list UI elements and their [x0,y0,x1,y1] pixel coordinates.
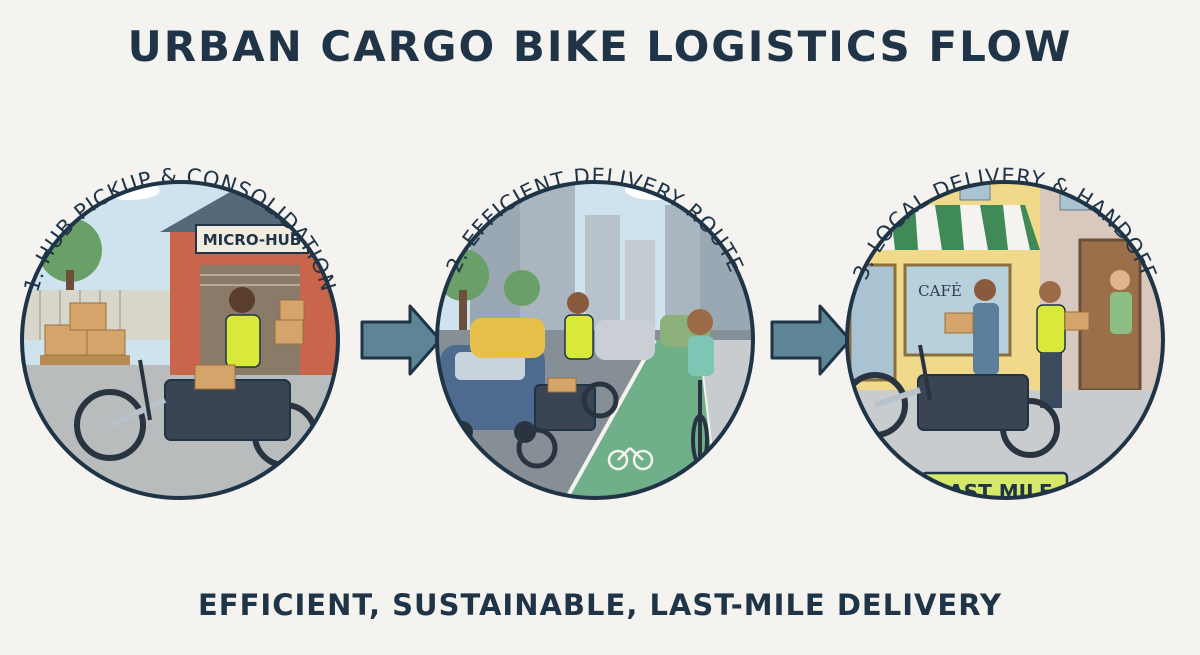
step-2-circle [435,180,755,500]
cargo-bike-icon [74,359,318,468]
diagram-title: URBAN CARGO BIKE LOGISTICS FLOW [127,22,1073,71]
barista-figure [974,279,996,301]
worker-figure [229,287,255,313]
cafe-sign-text: CAFÉ [918,282,962,300]
right-arrow-icon [770,304,852,376]
route-scene [437,182,753,498]
step-3-circle [845,180,1165,500]
micro-hub-sign-text: MICRO-HUB [203,231,302,249]
bike-lane [560,340,720,498]
bicycle-lane-icon [607,447,654,471]
recipient-figure [1110,270,1130,290]
right-arrow-icon [360,304,442,376]
courier-figure [1039,281,1061,303]
courier-figure [567,292,589,314]
last-mile-badge-text: LAST MILE [936,480,1053,504]
cyclist-figure [687,309,713,335]
step-1-panel: MICRO-HUB [19,164,340,500]
handoff-scene: CAFÉ LAST MILE [847,182,1163,504]
cargo-bike-icon [847,344,1060,458]
step-2-panel: 2. EFFICIENT DELIVERY ROUTE [435,164,755,500]
step-1-circle [20,180,340,500]
cargo-bike-icon [516,377,619,469]
diagram-subtitle: EFFICIENT, SUSTAINABLE, LAST-MILE DELIVE… [198,588,1002,622]
micro-hub-sign [195,224,309,254]
step-3-panel: CAFÉ LAST MILE [845,164,1165,504]
